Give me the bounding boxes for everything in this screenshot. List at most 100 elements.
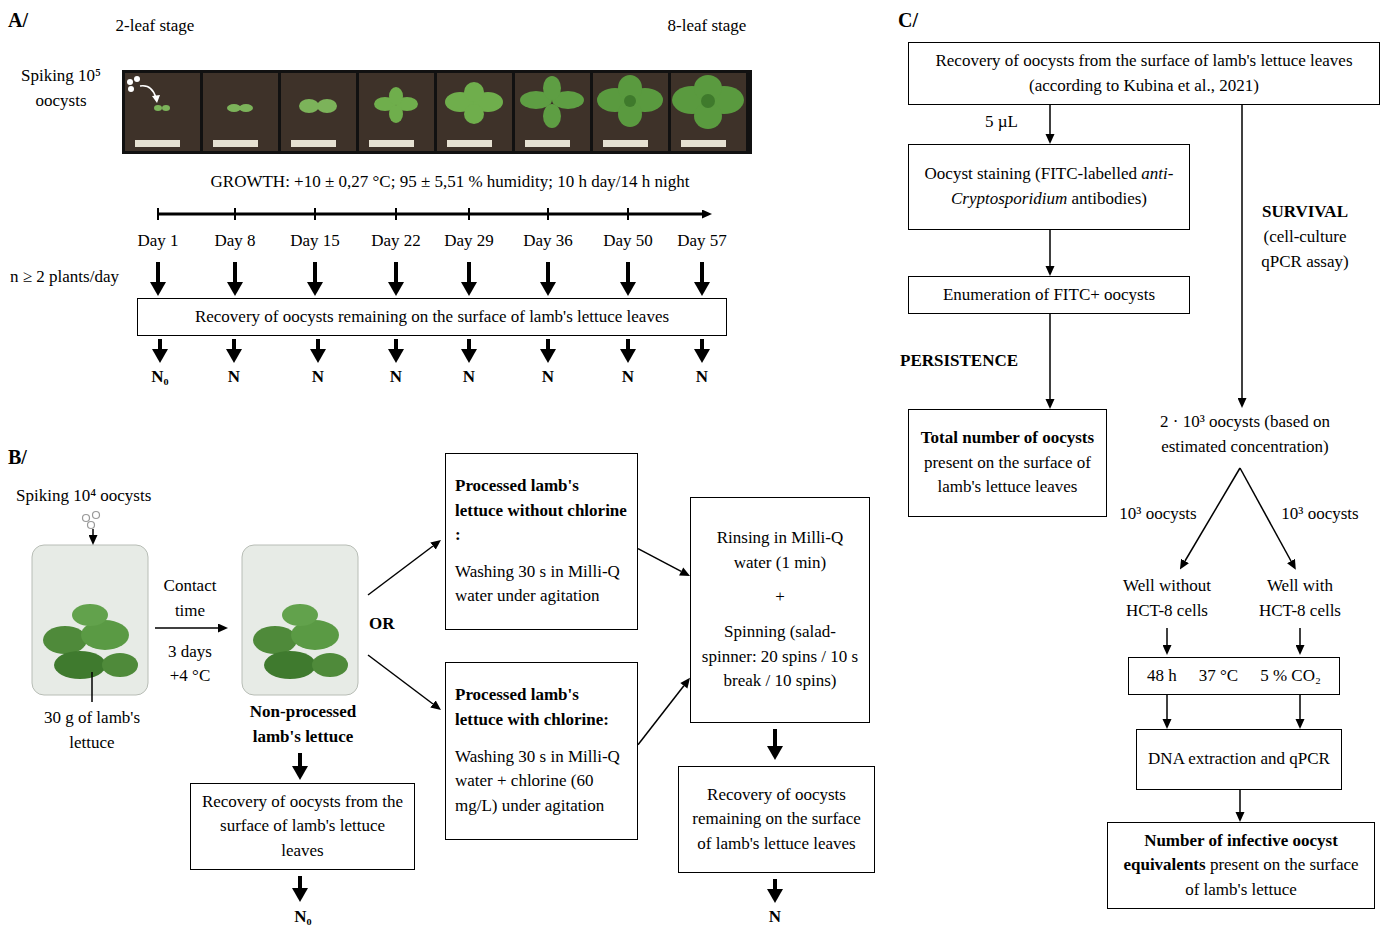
plant-photo — [593, 73, 668, 151]
text-label: N₀ — [288, 905, 318, 930]
process-box: Recovery of oocysts remaining on the sur… — [137, 298, 727, 336]
heart — [701, 94, 715, 108]
soil — [359, 73, 434, 151]
plant-photo — [125, 73, 200, 151]
process-box: Processed lamb's lettuce without chlorin… — [445, 453, 638, 630]
thick-arrow — [313, 262, 317, 282]
leaf — [389, 87, 403, 105]
bag — [242, 545, 358, 695]
text-label: 10³ oocysts — [1103, 502, 1213, 527]
connector — [1046, 230, 1055, 276]
connector-line — [1049, 230, 1051, 266]
process-box: Oocyst staining (FITC-labelled anti-Cryp… — [908, 144, 1190, 230]
leaf — [389, 105, 403, 123]
photo-strip — [122, 70, 752, 154]
edge-label: PERSISTENCE — [900, 349, 1018, 374]
connector-line — [773, 729, 777, 746]
text-label: Day 29 — [434, 229, 504, 254]
thick-arrow — [158, 339, 162, 349]
box-text: Rinsing in Milli-Q water (1 min) — [700, 526, 860, 575]
process-box: Number of infective oocyst equivalents p… — [1107, 822, 1375, 909]
thick-arrow — [773, 879, 777, 889]
oocyst-dot — [128, 86, 134, 92]
thick-arrow — [467, 262, 471, 282]
tick — [395, 208, 397, 220]
spiking-dots — [127, 76, 160, 103]
ruler — [603, 140, 648, 147]
arrow-head — [1163, 719, 1172, 729]
connector-line — [638, 686, 684, 745]
text-label: N — [687, 365, 717, 390]
salad-bag — [242, 545, 358, 695]
bag — [32, 545, 148, 695]
ruler — [447, 140, 492, 147]
leaf — [543, 104, 561, 128]
connector-line — [1049, 314, 1051, 399]
connector — [1236, 790, 1245, 822]
connector — [767, 729, 783, 760]
process-box: 48 h37 °C5 % CO₂ — [1128, 657, 1340, 695]
text-label: N — [303, 365, 333, 390]
text-label: N — [219, 365, 249, 390]
thick-arrow — [394, 262, 398, 282]
thick-arrow — [700, 262, 704, 282]
box-text: Recovery of oocysts from the surface of … — [918, 49, 1370, 98]
thick-arrow — [232, 339, 236, 349]
leader-line — [91, 672, 93, 702]
arrow — [1241, 104, 1243, 398]
box-text: Total number of oocysts — [921, 428, 1094, 447]
text-label: N — [613, 365, 643, 390]
arrow — [1166, 628, 1168, 645]
thick-arrow — [316, 339, 320, 349]
connector — [1046, 314, 1055, 409]
thick-arrow — [394, 339, 398, 349]
box-text: Recovery of oocysts remaining on the sur… — [147, 305, 717, 330]
ruler — [681, 140, 726, 147]
text-label: N — [381, 365, 411, 390]
arrow-head — [1046, 399, 1055, 409]
oocyst-dot — [134, 76, 140, 82]
plant-photo — [671, 73, 746, 151]
connector-line — [1299, 695, 1301, 719]
lettuce — [72, 604, 108, 626]
arrow-head — [1236, 812, 1245, 822]
process-box: DNA extraction and qPCR — [1136, 729, 1342, 790]
text-label: Well without HCT-8 cells — [1107, 574, 1227, 623]
leaf — [299, 99, 319, 113]
text-label: N — [454, 365, 484, 390]
edge-label: 5 µL — [985, 110, 1018, 135]
text-label: (cell-culture qPCR assay) — [1245, 225, 1365, 274]
heart — [624, 95, 636, 107]
box-text: 37 °C — [1199, 666, 1238, 685]
thick-arrow — [546, 262, 550, 282]
text-label: N — [533, 365, 563, 390]
soil — [281, 73, 356, 151]
text-label: A/ — [8, 6, 48, 35]
thick-arrow — [546, 339, 550, 349]
text-label: 2-leaf stage — [105, 14, 205, 39]
arrow-head — [1046, 266, 1055, 276]
text-label: N₀ — [145, 365, 175, 390]
box-text: Recovery of oocysts remaining on the sur… — [688, 783, 865, 857]
text-label: OR — [369, 612, 409, 637]
text-label: B/ — [8, 443, 48, 472]
box-text: present on the surface of lamb's lettuce — [1185, 855, 1358, 899]
oocyst-bubble — [93, 512, 100, 519]
timeline-ticks — [158, 208, 628, 220]
timeline — [158, 213, 702, 216]
text-label: n ≥ 2 plants/day — [10, 265, 160, 290]
arrow — [92, 529, 94, 535]
text-label: 2 · 10³ oocysts (based on estimated conc… — [1130, 410, 1360, 459]
box-text: 48 h — [1147, 666, 1177, 685]
oocyst-bubble — [88, 522, 95, 529]
thick-arrow — [467, 339, 471, 349]
thick-arrow — [298, 753, 302, 766]
process-box: Total number of oocysts present on the s… — [908, 409, 1107, 517]
lettuce — [43, 626, 87, 654]
salad-bag — [32, 545, 148, 695]
plant-photo — [203, 73, 278, 151]
ruler — [369, 140, 414, 147]
soil — [671, 73, 746, 151]
arrow — [368, 655, 433, 704]
leaf — [317, 99, 337, 113]
